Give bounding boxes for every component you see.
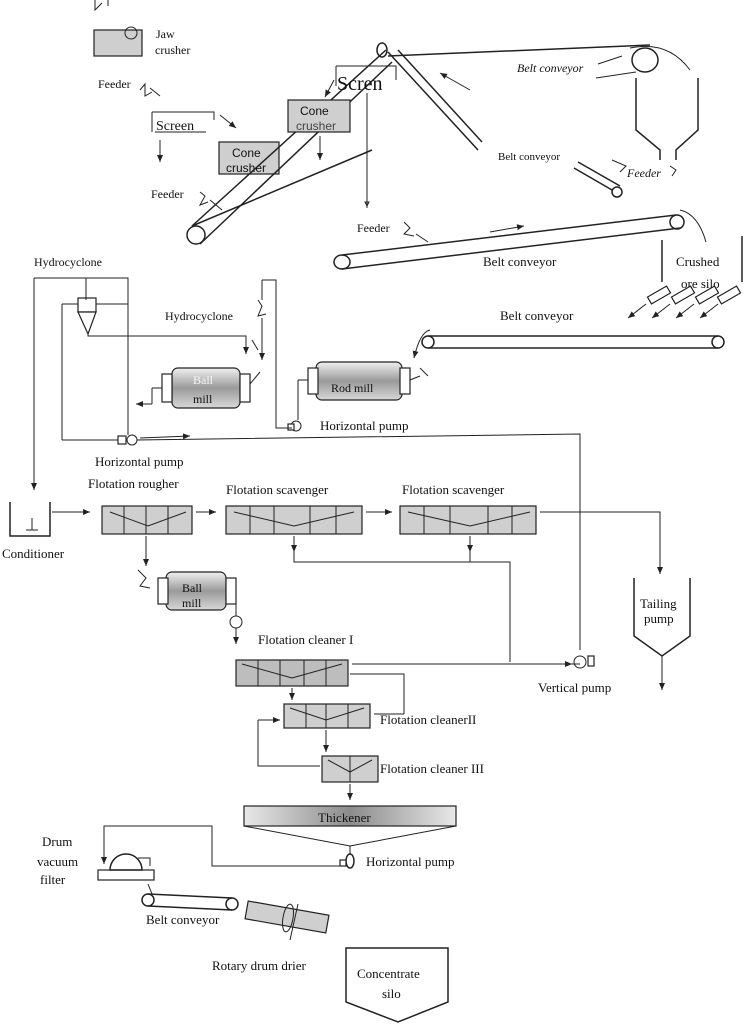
screen-1: Screen (151, 111, 237, 162)
screen-2-label: Scren (337, 73, 383, 95)
ball-mill-2-label-a: Ball (182, 581, 203, 595)
flotation-cleaner-1-label: Flotation cleaner I (258, 632, 353, 647)
horizontal-pump-2: Horizontal pump (62, 420, 581, 650)
flotation-cleaner-2-label: Flotation cleanerII (380, 712, 476, 727)
top-feed-chute (94, 0, 109, 12)
flotation-cleaner-3-label: Flotation cleaner III (380, 761, 484, 776)
hydrocyclone-2: Hydrocyclone (165, 280, 267, 360)
cone-crusher-1: Cone crusher (218, 141, 280, 175)
ore-bin (635, 78, 699, 160)
silo-discharge-feeders (627, 285, 742, 319)
hydrocyclone-1: Hydrocyclone (31, 255, 249, 490)
belt-conveyor-5: Belt conveyor (141, 893, 239, 927)
vertical-pump: Vertical pump (538, 655, 611, 695)
inclined-belt-conveyor (186, 44, 651, 245)
belt-conveyor-4: Belt conveyor (412, 308, 725, 359)
flotation-scavenger-1: Flotation scavenger (225, 482, 471, 563)
drum-vacuum-filter: Drum vacuum filter (37, 834, 155, 895)
horizontal-pump-2-label: Horizontal pump (95, 454, 183, 469)
screen-2: Scren (324, 42, 397, 208)
horizontal-pump-3-label: Horizontal pump (366, 854, 454, 869)
concentrate-silo-label-1: Concentrate (357, 966, 420, 981)
tailing-pump-label-2: pump (644, 611, 674, 626)
conditioner: Conditioner (2, 502, 90, 561)
feeder-4-label: Feeder (357, 221, 390, 235)
belt-conveyor-2: Belt conveyor (498, 151, 623, 198)
belt-conveyor-5-label: Belt conveyor (146, 912, 220, 927)
flotation-recirculation-lines (470, 561, 511, 662)
feeder-1-label: Feeder (98, 77, 131, 91)
crushed-ore-silo-label-1: Crushed (676, 254, 720, 269)
horizontal-pump-1: Horizontal pump (262, 279, 408, 433)
ball-mill-2-label-b: mill (182, 596, 202, 610)
feeder-3: Feeder (611, 159, 677, 180)
belt-conveyor-1: Belt conveyor (517, 45, 691, 79)
concentrate-silo: Concentrate silo (345, 947, 449, 1023)
feeder-2-label: Feeder (151, 187, 184, 201)
ball-mill-1-label-a: Ball (193, 373, 214, 387)
feeder-1: Feeder (98, 77, 161, 97)
cone-crusher-2-label-b: crusher (296, 119, 336, 133)
drum-vacuum-filter-label-3: filter (40, 872, 66, 887)
rod-mill-label: Rod mill (331, 381, 374, 395)
cone-crusher-2: Cone crusher (287, 99, 351, 160)
flotation-scavenger-2: Flotation scavenger (399, 482, 663, 574)
jaw-crusher-label-2: crusher (155, 43, 190, 57)
feeder-2: Feeder (151, 187, 223, 211)
belt-conveyor-2-label: Belt conveyor (498, 151, 560, 163)
belt-conveyor-4-label: Belt conveyor (500, 308, 574, 323)
crushed-ore-silo: Crushed ore silo (627, 236, 743, 319)
rotary-drum-drier-label: Rotary drum drier (212, 958, 307, 973)
flotation-cleaner-3: Flotation cleaner III (321, 755, 484, 800)
flotation-scavenger-1-label: Flotation scavenger (226, 482, 329, 497)
thickener: Thickener (243, 805, 457, 854)
tailing-pump-label-1: Tailing (640, 596, 677, 611)
cone-crusher-1-label-b: crusher (226, 161, 266, 175)
cone-crusher-1-label-a: Cone (232, 146, 261, 160)
jaw-crusher-label-1: Jaw (156, 27, 175, 41)
drum-vacuum-filter-label-2: vacuum (37, 854, 78, 869)
belt-conveyor-3-label: Belt conveyor (483, 254, 557, 269)
concentrate-silo-label-2: silo (382, 986, 401, 1001)
rod-mill: Rod mill (298, 361, 429, 401)
tailing-pump: Tailing pump (633, 578, 691, 690)
feeder-4: Feeder (357, 221, 429, 243)
belt-conveyor-3: Belt conveyor (333, 209, 707, 270)
ball-mill-2: Ball mill (137, 569, 243, 644)
ball-mill-1-label-b: mill (193, 392, 213, 406)
feeder-3-label: Feeder (626, 166, 661, 180)
flotation-cleaner-2: Flotation cleanerII (257, 703, 476, 767)
hydrocyclone-2-label: Hydrocyclone (165, 309, 233, 323)
vertical-pump-label: Vertical pump (538, 680, 611, 695)
screen-1-label: Screen (156, 119, 194, 134)
ball-mill-1: Ball mill (136, 367, 261, 409)
cone-crusher-2-label-a: Cone (300, 104, 329, 118)
horizontal-pump-1-label: Horizontal pump (320, 418, 408, 433)
thickener-label: Thickener (318, 810, 371, 825)
jaw-crusher: Jaw crusher (93, 26, 190, 57)
horizontal-pump-3: Horizontal pump (101, 825, 454, 869)
hydrocyclone-1-label: Hydrocyclone (34, 255, 102, 269)
drum-vacuum-filter-label-1: Drum (42, 834, 72, 849)
conditioner-label: Conditioner (2, 546, 65, 561)
flotation-rougher-label: Flotation rougher (88, 476, 179, 491)
rotary-drum-drier: Rotary drum drier (212, 900, 330, 973)
flotation-scavenger-2-label: Flotation scavenger (402, 482, 505, 497)
flotation-rougher: Flotation rougher (88, 476, 216, 566)
flotation-cleaner-1: Flotation cleaner I (235, 632, 580, 714)
belt-conveyor-1-label: Belt conveyor (517, 61, 584, 75)
